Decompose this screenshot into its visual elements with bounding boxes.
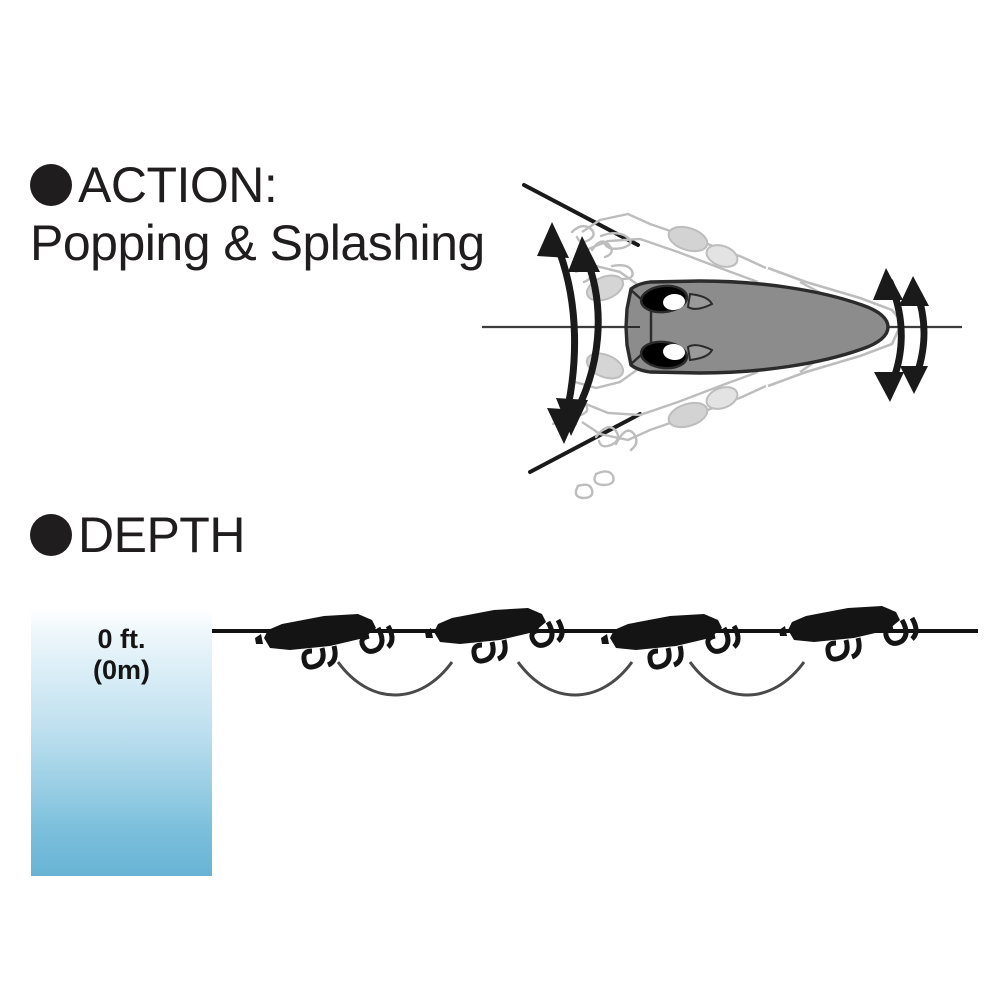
action-diagram [482,183,962,500]
retrieve-arcs [336,661,806,697]
depth-section-heading: DEPTH [30,510,245,560]
action-heading-label: ACTION: [78,157,278,213]
lure-eyes [639,284,714,370]
depth-value-meters: (0m) [92,655,150,685]
depth-value-label: 0 ft. (0m) [31,624,212,686]
splash-line-lower [528,412,642,474]
depth-diagram [212,606,978,697]
splash-line-upper [522,183,640,247]
depth-lure-silhouettes [255,606,919,670]
action-subheading-label: Popping & Splashing [30,215,485,271]
depth-value-feet: 0 ft. [97,624,146,654]
head-motion-arrows [537,222,602,444]
depth-heading-label: DEPTH [78,507,245,563]
water-column-gradient [31,611,212,876]
filled-circle-bullet-icon [30,164,72,206]
filled-circle-bullet-icon [30,514,72,556]
action-section-heading: ACTION: [30,157,278,213]
tail-motion-arrows [873,268,929,402]
